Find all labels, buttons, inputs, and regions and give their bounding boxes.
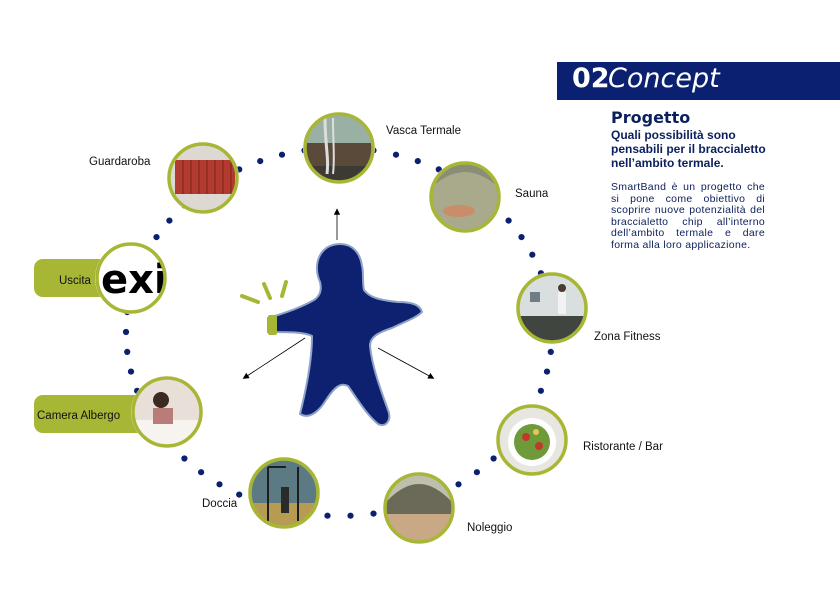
station-vasca-termale [303, 112, 375, 184]
station-label-sauna: Sauna [515, 188, 549, 200]
smartband-bracelet [268, 315, 277, 335]
station-camera-albergo [131, 376, 203, 448]
ring-dot [414, 158, 421, 165]
station-sauna [429, 161, 501, 233]
station-guardaroba [167, 142, 239, 214]
project-title: Progetto [611, 108, 691, 127]
ring-dot [370, 510, 377, 517]
station-noleggio [383, 472, 455, 544]
ring-dot [518, 234, 525, 241]
ring-dot [537, 387, 545, 394]
zona-fitness-photo [519, 275, 585, 341]
station-label-guardaroba: Guardaroba [89, 156, 151, 168]
ring-dot [127, 368, 135, 375]
station-label-camera-albergo: Camera Albergo [37, 410, 120, 422]
camera-albergo-label-pill [34, 395, 164, 433]
ring-dot [181, 455, 188, 462]
station-label-doccia: Doccia [202, 498, 238, 510]
station-label-vasca-termale: Vasca Termale [386, 125, 461, 137]
ring-dot [124, 348, 131, 355]
station-label-uscita: Uscita [59, 275, 92, 287]
ring-dot [490, 455, 497, 462]
header-bar [557, 62, 840, 100]
sauna-photo [432, 164, 498, 230]
header-title: Concept [608, 63, 720, 94]
uscita-photo: exit [98, 245, 187, 311]
ring-dot [278, 151, 286, 158]
vasca-termale-photo [306, 115, 372, 181]
project-description: SmartBand è un progetto che si pone come… [611, 181, 765, 251]
ring-dot [166, 217, 173, 224]
ring-dot [473, 469, 480, 476]
ring-dot [153, 234, 160, 241]
ring-dot [122, 328, 130, 336]
ring-dot [455, 481, 462, 488]
ring-dot [505, 217, 512, 224]
ring-dot [198, 469, 205, 476]
figure-body [267, 242, 424, 426]
ring-dot [547, 348, 554, 355]
exit-sign-text: exit [101, 257, 187, 303]
signal-ray [262, 282, 272, 300]
ring-dot [392, 151, 400, 158]
station-label-ristorante-bar: Ristorante / Bar [583, 441, 663, 453]
station-ristorante-bar [496, 404, 568, 476]
person-figure [240, 242, 424, 426]
arrow [377, 347, 435, 379]
station-label-noleggio: Noleggio [467, 522, 512, 534]
direction-arrows [242, 208, 435, 379]
ring-dot [257, 158, 264, 165]
guardaroba-photo [170, 145, 236, 211]
ristorante-bar-photo [499, 407, 565, 473]
station-uscita: exit [95, 242, 187, 314]
doccia-photo [251, 460, 317, 526]
ring-dot [347, 512, 354, 519]
station-doccia [248, 457, 320, 529]
signal-ray [240, 294, 260, 304]
ring-dot [236, 491, 243, 498]
project-subtitle: Quali possibilità sono pensabili per il … [611, 128, 766, 170]
ring-dot [216, 481, 223, 488]
ring-dot [529, 251, 536, 258]
ring-dot [324, 512, 331, 519]
ring-dot [543, 368, 551, 375]
station-zona-fitness [516, 272, 588, 344]
station-label-zona-fitness: Zona Fitness [594, 331, 661, 343]
arrow [242, 337, 306, 379]
signal-ray [280, 280, 288, 298]
header-number: 02 [572, 63, 610, 94]
